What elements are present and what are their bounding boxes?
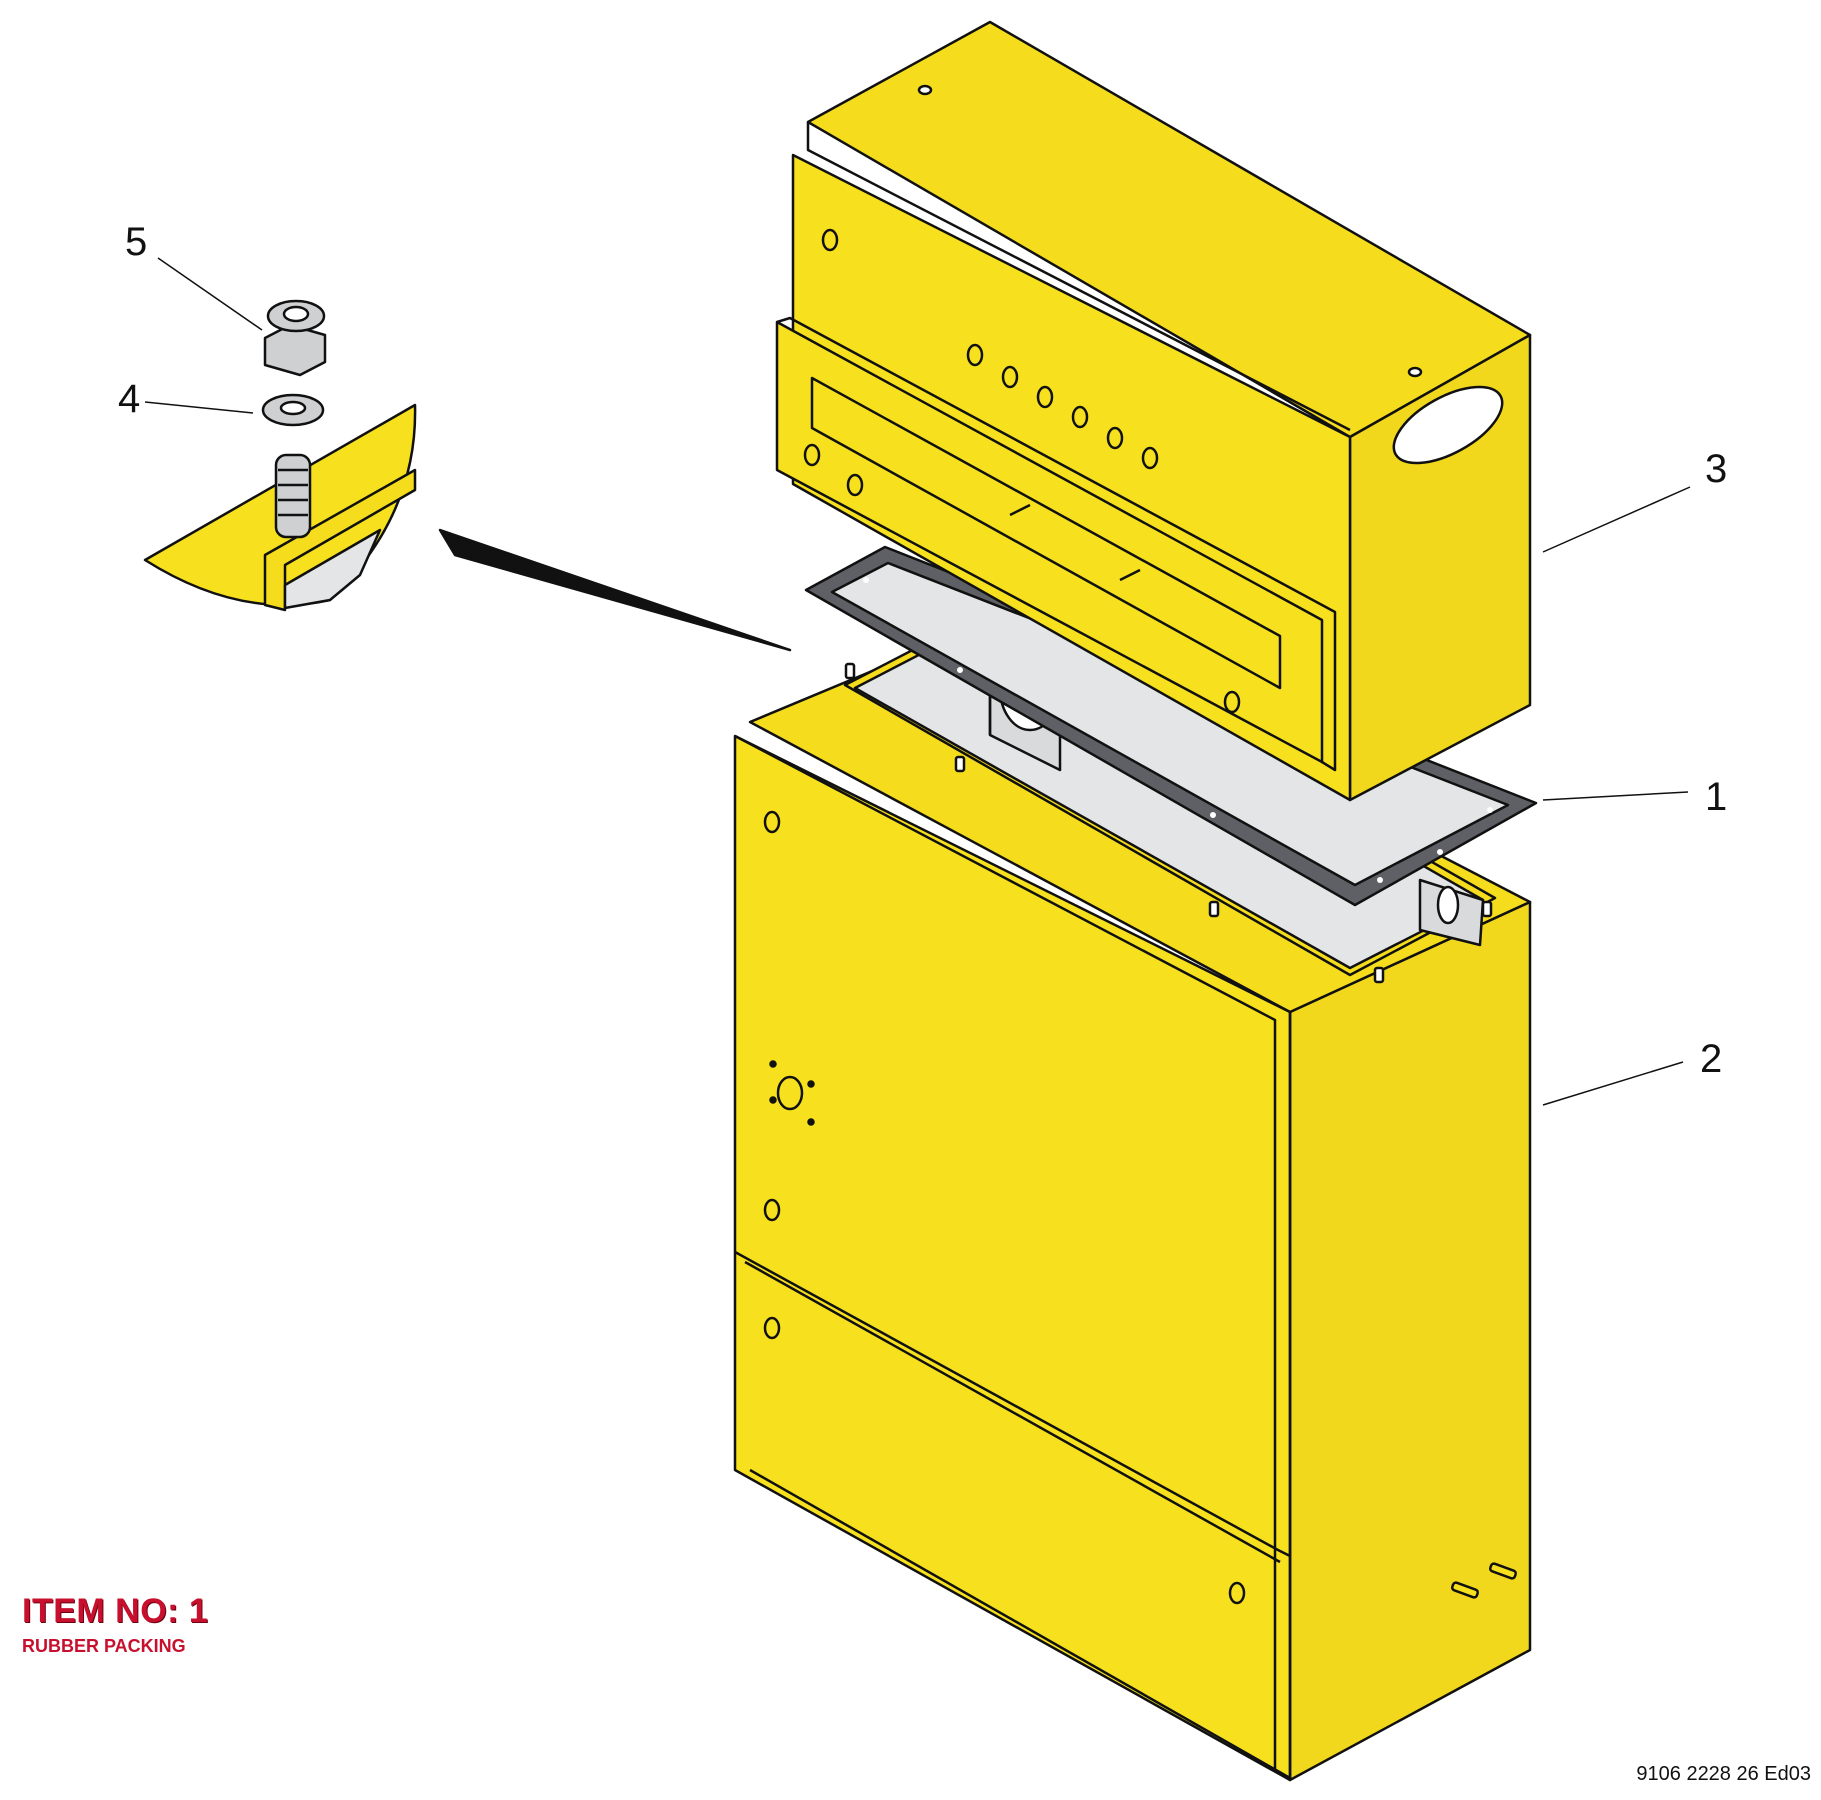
leader-line-3 <box>1542 486 1691 553</box>
upper-box <box>775 20 1532 802</box>
callout-4: 4 <box>118 377 140 421</box>
item-description-label: RUBBER PACKING <box>22 1636 186 1656</box>
nut-icon <box>263 299 327 377</box>
callout-5: 5 <box>125 220 147 264</box>
document-number: 9106 2228 26 Ed03 <box>1636 1763 1811 1785</box>
leader-line-5 <box>157 257 263 331</box>
callout-2: 2 <box>1700 1037 1722 1081</box>
leader-line-4 <box>144 401 254 414</box>
leader-line-1 <box>1542 791 1689 801</box>
rubber-packing-gasket <box>804 545 1538 907</box>
detail-pointer <box>438 528 792 652</box>
item-number-label: ITEM NO: 1 <box>22 1592 209 1630</box>
leader-line-2 <box>1542 1061 1684 1106</box>
washer-icon <box>261 393 325 427</box>
callout-1: 1 <box>1705 775 1727 819</box>
stud-icon <box>274 453 312 539</box>
callout-3: 3 <box>1705 447 1727 491</box>
